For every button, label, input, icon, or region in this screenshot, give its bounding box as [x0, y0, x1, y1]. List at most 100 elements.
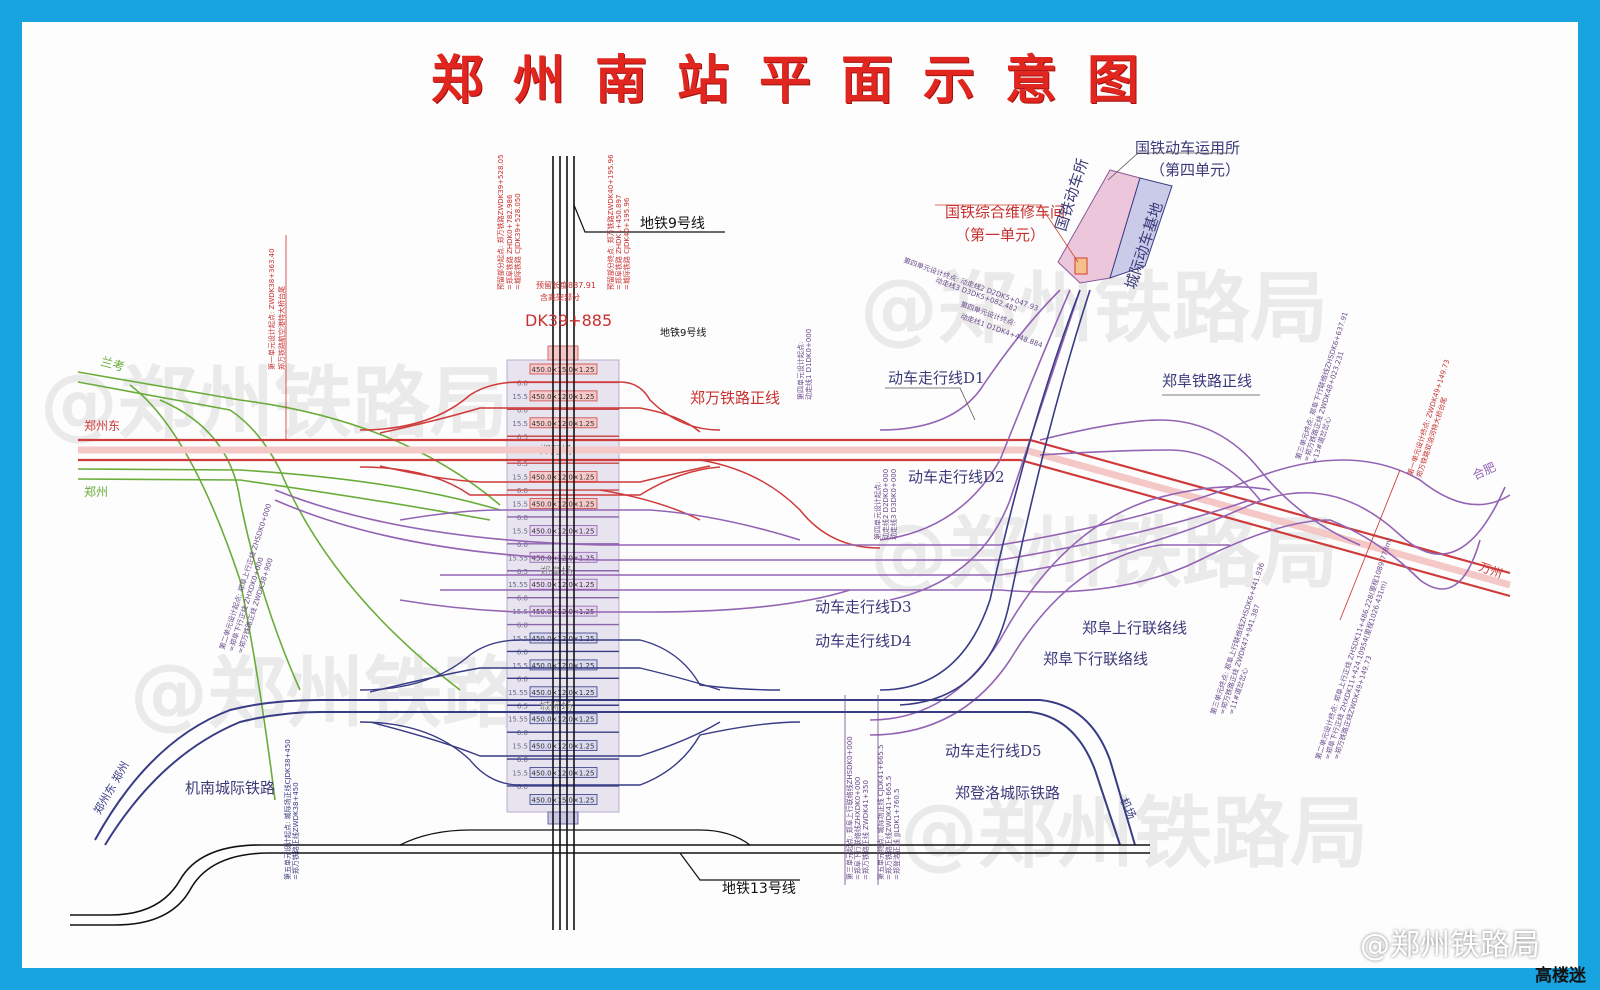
reserve-length: 预留长度887.91	[536, 280, 596, 290]
note: 动走线3 D3DK0+000	[889, 469, 898, 540]
platform-rows: 450.0×15.0×1.25 6.0 15.5 450.0×12.0×1.25 6.0…	[507, 363, 619, 805]
track-spacing: 15.5	[512, 501, 528, 509]
emu-depot-label: 国铁动车运用所	[1135, 139, 1240, 157]
note: =郑万铁路正线ZWDK38+450	[291, 782, 300, 880]
note: 动走线2 D2DK0+000	[881, 469, 890, 540]
note: 第五单元终点: 城际场正线 CJDK41+665.5	[876, 744, 885, 880]
track-spacing: 15.5	[512, 527, 528, 535]
platform	[529, 740, 598, 751]
d2-label: 动车走行线D2	[908, 468, 1005, 486]
platform	[529, 659, 598, 671]
jinan-label: 机南城际铁路	[185, 779, 275, 797]
platform-size: 450.0×12.0×1.25	[532, 501, 595, 509]
note: 第五单元设计起点: 城际场正线CJDK38+450	[283, 739, 292, 880]
note: 第四单元设计起点:	[873, 482, 882, 540]
brand-logo: 高楼迷	[1535, 966, 1586, 986]
d3-label: 动车走行线D3	[815, 598, 912, 616]
platform-size: 450.0×12.0×1.25	[532, 662, 595, 670]
track-spacing: 6.0	[517, 379, 528, 387]
d5-label: 动车走行线D5	[945, 742, 1042, 760]
d4-label: 动车走行线D4	[815, 632, 912, 650]
leader-lines	[285, 152, 1401, 885]
platform	[529, 390, 598, 402]
note: =城际铁路 CJDK39+528.050	[513, 193, 522, 290]
platform	[529, 363, 598, 375]
note: =郑登洛正线 JJLDK1+760.5	[892, 789, 901, 880]
track-spacing: 15.5	[512, 420, 528, 428]
platform-size: 450.0×12.0×1.25	[532, 527, 595, 535]
platform-size: 450.0×12.0×1.25	[532, 581, 595, 589]
chengji-tracks	[94, 289, 1136, 846]
watermark: @郑州铁路局	[40, 359, 508, 449]
note: 第四单元设计起点:	[796, 342, 805, 400]
note: 预留部分起点: 郑万铁路ZWDK39+528.05	[496, 154, 505, 290]
platform-size: 450.0×12.0×1.25	[532, 393, 595, 401]
platform-size: 450.0×12.0×1.25	[532, 474, 595, 482]
track-spacing: 6.5	[517, 460, 528, 468]
platform	[529, 767, 598, 778]
track-spacing: 15.55	[508, 716, 528, 724]
subway-9-small-label: 地铁9号线	[660, 326, 706, 339]
platform-size: 450.0×12.0×1.25	[532, 689, 595, 697]
page-title: 郑州南站平面示意图	[430, 50, 1169, 111]
track-spacing: 6.0	[517, 675, 528, 683]
note: 第一单元设计起点: ZWDK38+363.40	[267, 248, 276, 370]
note: 预留部分终点: 郑万铁路ZWDK40+195.96	[606, 154, 615, 290]
platform-size: 450.0×15.0×1.25	[532, 366, 595, 374]
track-spacing: 6.0	[517, 541, 528, 549]
subway-13-label: 地铁13号线	[722, 881, 796, 897]
direction-lankao: 兰考	[99, 354, 126, 374]
note: =郑万铁路正线 ZWDK41+350	[861, 780, 870, 880]
platform	[529, 713, 598, 725]
track-spacing: 6.0	[517, 622, 528, 630]
platform	[529, 498, 598, 509]
zhengdeng-label: 郑登洛城际铁路	[955, 784, 1060, 802]
note: 郑万铁路航空港特大桥台尾	[277, 286, 286, 370]
emu-depot-unit: （第四单元）	[1150, 161, 1240, 179]
direction-zhengzhou: 郑州	[84, 484, 108, 499]
platform	[529, 686, 598, 698]
zf-up-label: 郑阜上行联络线	[1082, 619, 1187, 637]
watermark: @郑州铁路局	[900, 789, 1368, 879]
north-concourse	[547, 345, 579, 361]
track-spacing: 15.55	[508, 581, 528, 589]
note: 动走线1 D1DK0+000	[804, 329, 813, 400]
platform-size: 450.0×12.0×1.25	[532, 716, 595, 724]
track-spacing: 15.55	[508, 689, 528, 697]
note: =郑阜铁路 ZHDK0+782.986	[505, 194, 514, 290]
track-spacing: 15.5	[512, 662, 528, 670]
track-spacing: 6.0	[517, 648, 528, 656]
note: =郑阜铁路 ZHDK1+450.897	[614, 195, 623, 290]
platform	[529, 632, 598, 644]
platform-size: 450.0×15.0×1.25	[532, 796, 595, 804]
track-spacing: 6.0	[517, 756, 528, 764]
track-spacing: 6.0	[517, 729, 528, 737]
platform-size: 450.0×12.0×1.25	[532, 743, 595, 751]
track-spacing: 6.5	[517, 433, 528, 441]
zhengfu-tracks	[274, 289, 1511, 736]
track-spacing: 6.5	[517, 702, 528, 710]
track-spacing: 6.0	[517, 406, 528, 414]
platform	[529, 525, 598, 536]
line-labels: 地铁9号线 地铁9号线 地铁13号线 DK39+885 预留长度887.91 含…	[185, 139, 1252, 897]
note: =城际铁路 CJDK40+195.96	[622, 197, 631, 290]
note: =郑阜下行正线 ZHXDK11+424.10954(里程1026.431m)	[1322, 580, 1389, 761]
subway-tracks	[70, 156, 1150, 930]
direction-hefei: 合肥	[1470, 459, 1498, 483]
track-spacing: 6.0	[517, 783, 528, 791]
platform	[529, 605, 598, 617]
track-spacing: 15.5	[512, 635, 528, 643]
track-spacing: 6.5	[517, 568, 528, 576]
track-spacing: 6.0	[517, 595, 528, 603]
direction-zhengzhou-east-zhengzhou: 郑州东 郑州	[90, 759, 131, 817]
weibo-watermark: @郑州铁路局	[1360, 928, 1540, 963]
track-spacing: 15.55	[508, 554, 528, 562]
note: =郑万铁路正线ZWDK41+665.5	[884, 776, 893, 880]
repair-label: 国铁综合维修车间	[945, 203, 1065, 221]
platform-size: 450.0×12.0×1.25	[532, 635, 595, 643]
track-spacing: 15.5	[512, 393, 528, 401]
emu-depot	[1057, 169, 1173, 284]
direction-zhengzhou-east: 郑州东	[84, 418, 120, 433]
platform-size: 450.0×12.0×1.25	[532, 770, 595, 778]
